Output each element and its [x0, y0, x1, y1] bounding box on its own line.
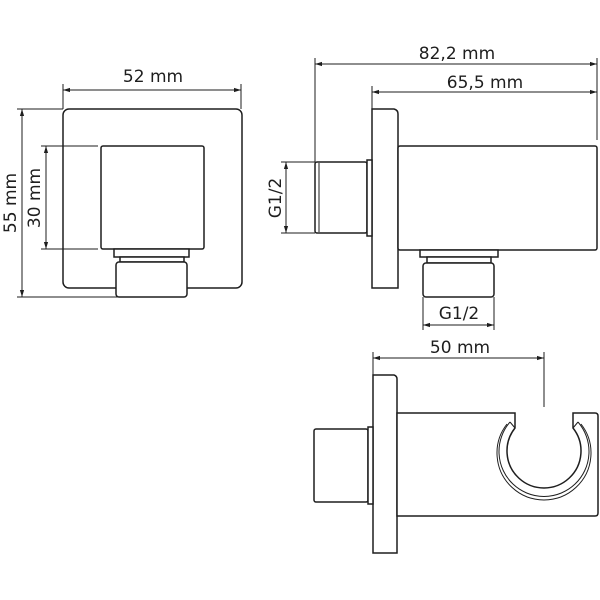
- side-view: 82,2 mm 65,5 mm G1/2 G1/2: [266, 44, 598, 330]
- holder-view: 50 mm: [313, 338, 599, 554]
- outlet-nut: [115, 261, 188, 298]
- body-side: [397, 145, 598, 251]
- body-block: [100, 145, 205, 250]
- front-view: 52 mm 55 mm 30 mm: [1, 67, 243, 298]
- inlet-ring: [366, 159, 373, 237]
- clip-edge: [572, 421, 579, 429]
- outlet-collar: [113, 248, 190, 258]
- outlet-collar-side: [419, 249, 499, 258]
- holder-clip-ring-inner: [498, 421, 590, 497]
- inlet-nut: [314, 161, 368, 234]
- outlet-nut-side: [422, 262, 495, 298]
- wall-plate-holder: [372, 374, 398, 554]
- wall-plate-side: [371, 108, 399, 289]
- inlet-nut-holder: [313, 428, 369, 503]
- inlet-thread-label: G1/2: [266, 178, 286, 219]
- height-label: 55 mm: [1, 173, 21, 233]
- total-length-label: 82,2 mm: [419, 44, 495, 64]
- clip-edge: [509, 421, 516, 429]
- outlet-band-side: [426, 256, 492, 264]
- body-height-label: 30 mm: [25, 168, 45, 228]
- width-label: 52 mm: [123, 67, 183, 87]
- body-length-label: 65,5 mm: [447, 73, 523, 93]
- holder-body: [396, 412, 599, 517]
- holder-clip-ring-outer: [496, 423, 592, 501]
- outlet-thread-label: G1/2: [439, 304, 480, 324]
- holder-length-label: 50 mm: [430, 338, 490, 358]
- inlet-ring-holder: [367, 426, 374, 505]
